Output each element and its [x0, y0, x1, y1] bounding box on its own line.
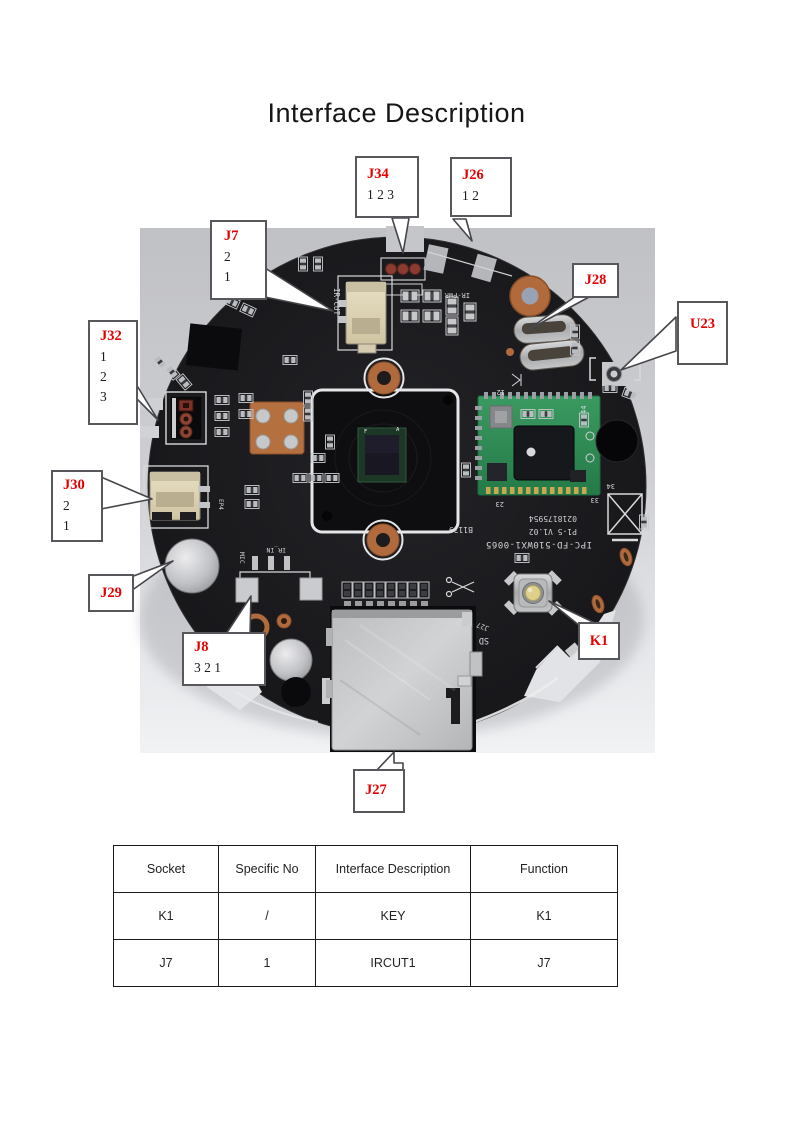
ic-top-left — [185, 323, 243, 371]
silk-sensor-a: A — [396, 427, 400, 433]
weee-symbol — [607, 493, 643, 542]
interface-table: Socket Specific No Interface Description… — [113, 845, 618, 987]
callout-j27: J27 — [353, 769, 405, 813]
callout-j7: J7 2 1 — [210, 220, 267, 300]
cut-mark — [445, 576, 475, 598]
table-header-specific-no: Specific No — [218, 845, 316, 893]
table-header-function: Function — [470, 845, 618, 893]
page-title: Interface Description — [267, 98, 526, 128]
wifi-module — [475, 392, 601, 496]
silk-ep4: EP4 — [217, 499, 224, 510]
callout-pin: 1 — [63, 517, 70, 533]
callout-pin: 3 — [100, 389, 107, 405]
table-cell: / — [218, 892, 316, 940]
callout-label: K1 — [589, 633, 609, 649]
silk-44: 44 — [580, 406, 588, 414]
table-header-interface-description: Interface Description — [315, 845, 471, 893]
callout-j8: J8 3 2 1 — [182, 632, 266, 686]
ircut-connector: IR-CUT — [332, 275, 393, 354]
silk-batch: B1139 — [449, 525, 473, 534]
callout-pins: 1 2 3 — [367, 186, 394, 202]
silk-rev: P1-5 V1.02 — [529, 527, 577, 536]
callout-label: J7 — [224, 228, 239, 244]
pin-header — [341, 581, 430, 609]
callout-j34: J34 1 2 3 — [355, 156, 419, 218]
microphone — [164, 538, 220, 594]
silk-serial: 0218175954 — [529, 514, 577, 523]
silk-12: 12 — [497, 388, 505, 396]
table-cell: KEY — [315, 892, 471, 940]
silk-model: IPC-FD-510WX1-0065 — [485, 539, 592, 549]
callout-j26: J26 1 2 — [450, 157, 512, 217]
mic-irin-pads: MIC IR_IN — [238, 546, 311, 582]
callout-pins: 1 2 — [462, 187, 479, 203]
silk-mic: MIC — [238, 552, 246, 564]
table-cell: J7 — [470, 939, 618, 987]
table-header-socket: Socket — [113, 845, 219, 893]
callout-label: J30 — [63, 477, 85, 493]
j32-connector — [165, 391, 207, 445]
silk-j27: J27 — [475, 620, 490, 632]
callout-pin: 2 — [224, 248, 231, 264]
table-cell: K1 — [113, 892, 219, 940]
callout-j30: J30 2 1 — [51, 470, 103, 542]
u23-component — [589, 357, 641, 386]
callout-label: J34 — [367, 166, 389, 182]
table-cell: K1 — [470, 892, 618, 940]
silk-34: 34 — [607, 482, 615, 490]
silk-irin: IR_IN — [266, 546, 286, 554]
callout-label: U23 — [690, 316, 715, 332]
callout-pin: 1 — [100, 348, 107, 364]
sensor-module: F A — [310, 357, 460, 561]
copper-mount-pad — [249, 401, 305, 455]
callout-j28: J28 — [572, 263, 619, 298]
callout-j32: J32 1 2 3 — [88, 320, 138, 425]
table-cell: J7 — [113, 939, 219, 987]
silk-sensor-f: F — [364, 429, 367, 435]
callout-label: J27 — [365, 782, 387, 798]
metal-disc — [269, 638, 313, 682]
callout-label: J8 — [194, 639, 209, 655]
callout-pins: 3 2 1 — [194, 659, 221, 675]
silk-sd: SD — [479, 635, 489, 645]
callout-pin: 1 — [224, 268, 231, 284]
board-hole-right — [595, 419, 639, 463]
silk-23: 23 — [496, 500, 504, 508]
table-header-row: Socket Specific No Interface Description… — [113, 845, 618, 893]
table-row: J7 1 IRCUT1 J7 — [113, 939, 618, 987]
table-cell: 1 — [218, 939, 316, 987]
k1-button — [503, 570, 562, 616]
callout-label: J26 — [462, 167, 484, 183]
j26-pads — [423, 244, 513, 283]
table-row: K1 / KEY K1 — [113, 892, 618, 940]
callout-j29: J29 — [88, 574, 134, 612]
callout-label: J28 — [584, 272, 607, 288]
callout-u23: U23 — [677, 301, 728, 365]
j28-component — [506, 314, 585, 371]
table-cell: IRCUT1 — [315, 939, 471, 987]
callout-k1: K1 — [578, 622, 620, 660]
callout-label: J32 — [100, 328, 122, 344]
silk-ircut: IR-CUT — [332, 288, 341, 316]
callout-pin: 2 — [63, 497, 70, 513]
j8-pads — [235, 577, 323, 603]
callout-pin: 2 — [100, 368, 107, 384]
mount-hole-top-right — [509, 275, 551, 317]
silk-board-id: IPC-FD-510WX1-0065 P1-5 V1.02 0218175954… — [449, 514, 592, 549]
silk-irpwr: IR-PWR — [444, 291, 470, 299]
silk-33: 33 — [591, 496, 599, 504]
callout-label: J29 — [100, 585, 122, 601]
sd-card-slot — [326, 606, 483, 752]
